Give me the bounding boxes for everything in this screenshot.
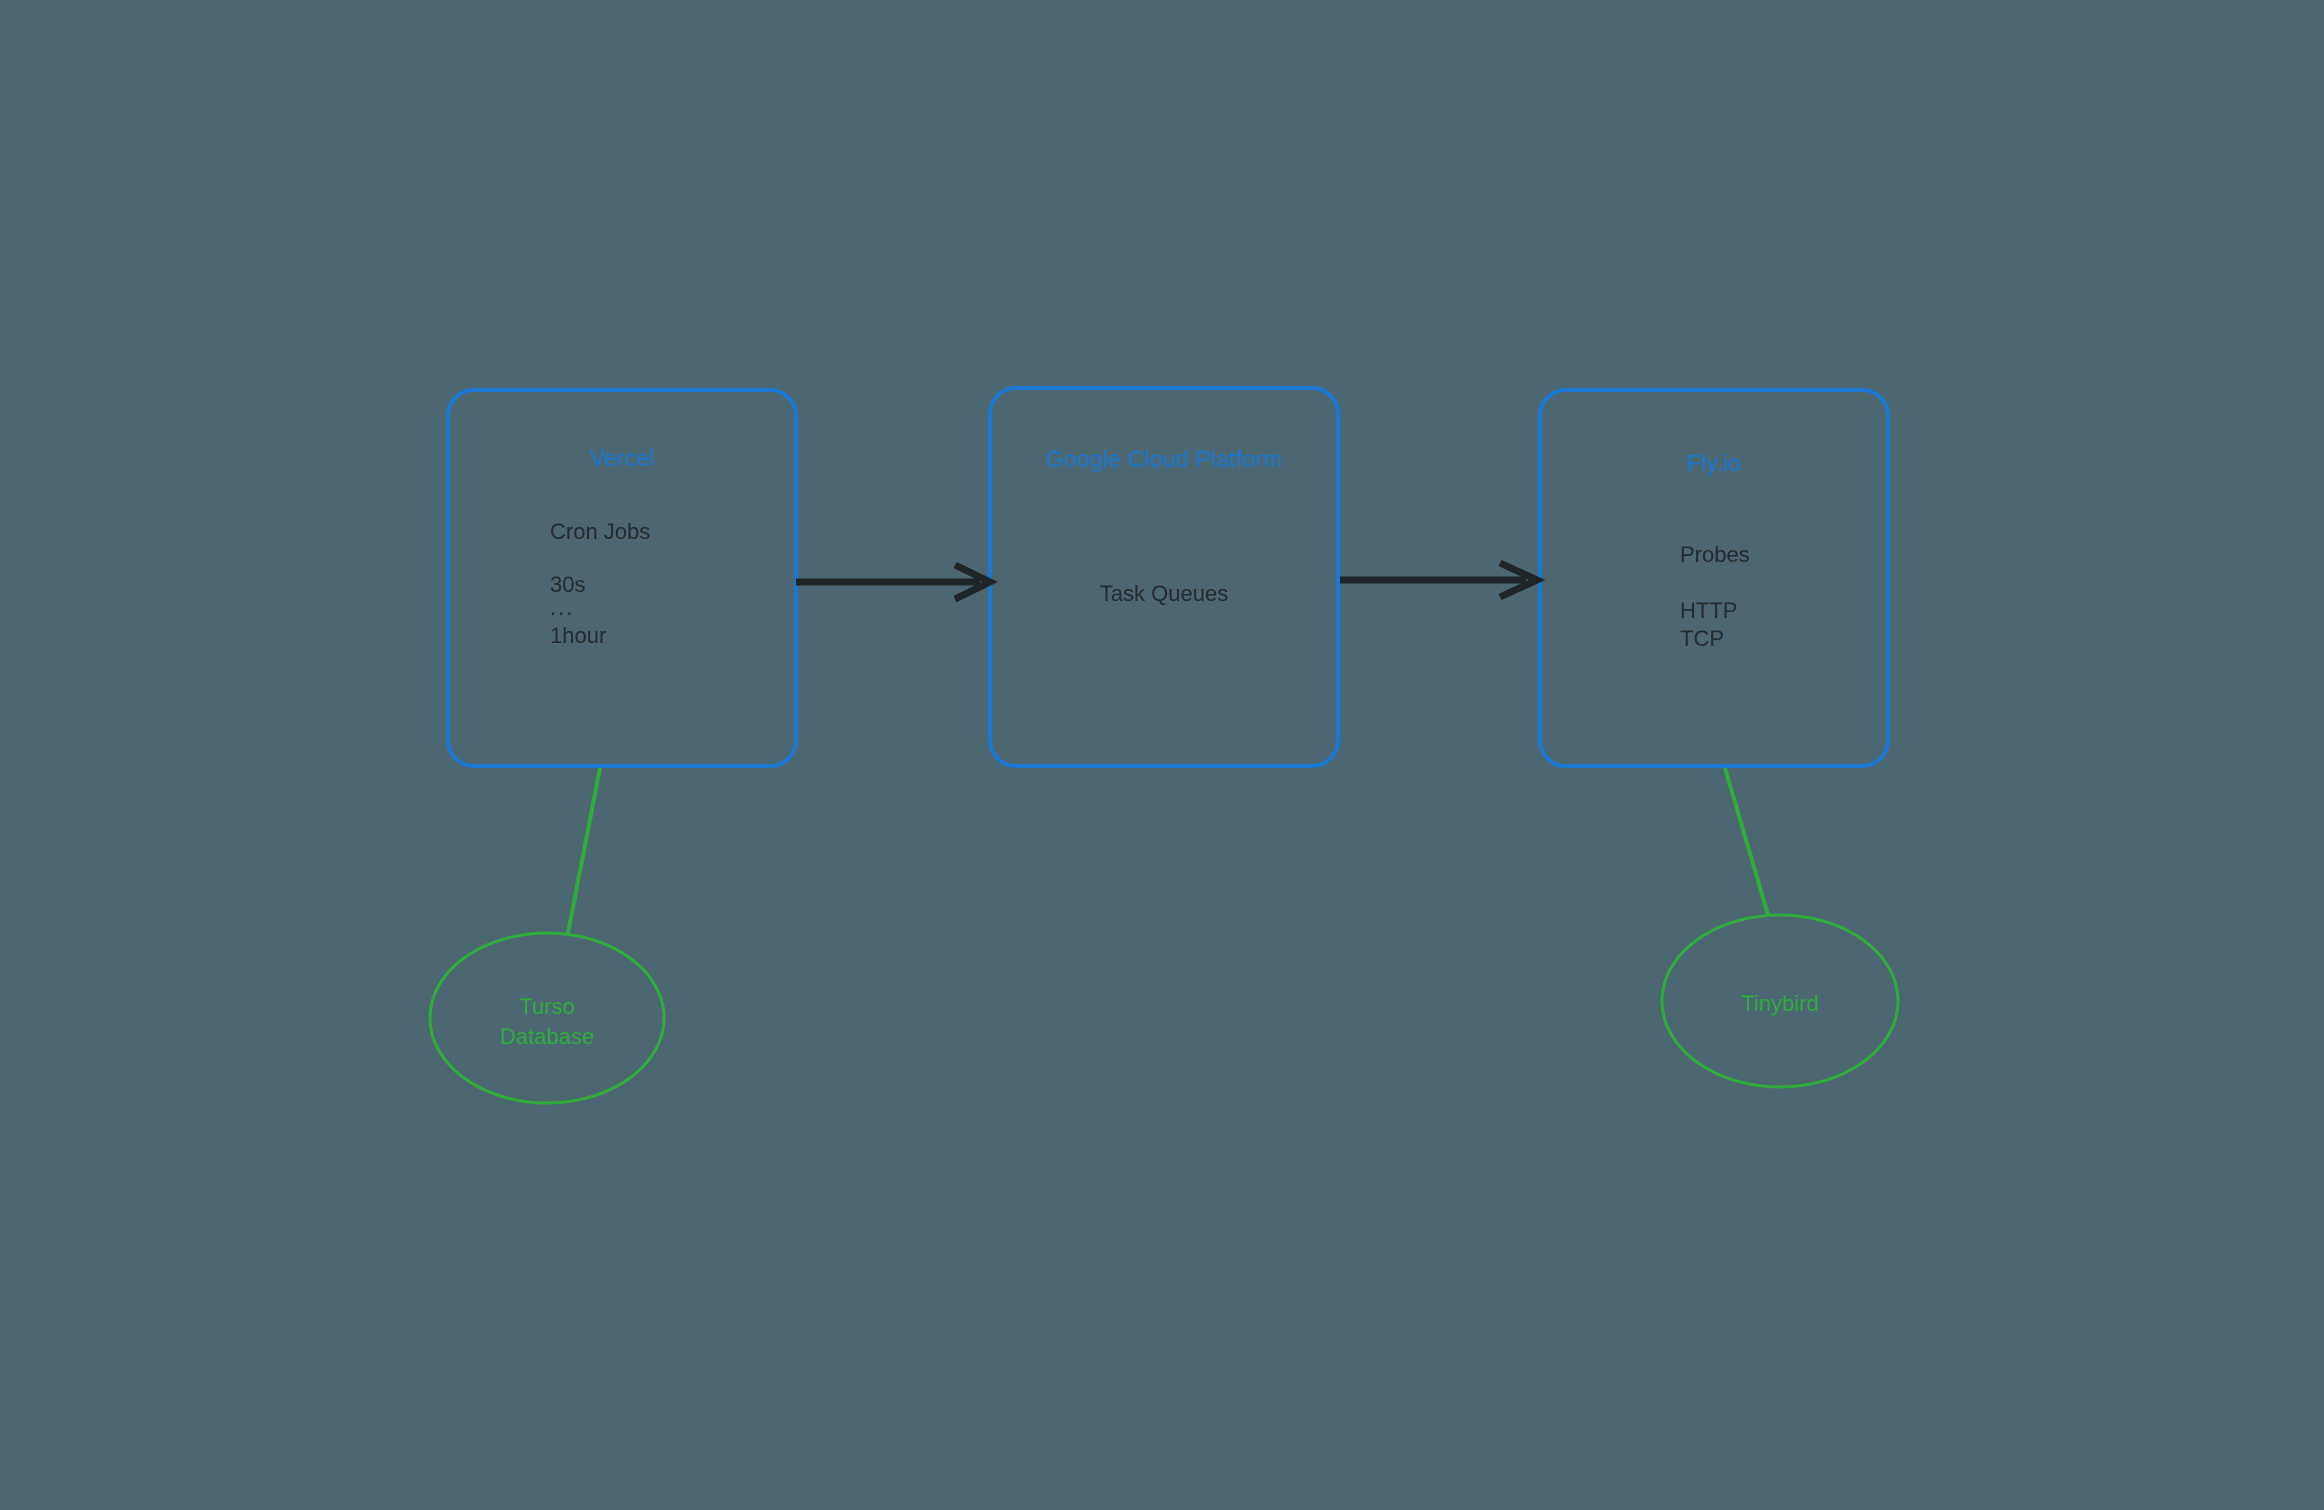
node-ellipse-tinybird[interactable] xyxy=(1660,913,1900,1089)
edge-vercel-to-gcp xyxy=(796,561,999,603)
edge-flyio-to-tinybird xyxy=(1723,767,1770,916)
node-line-vercel-ellipsis: ... xyxy=(550,595,575,620)
node-label-tinybird-line1: Tinybird xyxy=(1741,991,1819,1016)
node-line-flyio-probes: Probes xyxy=(1680,542,1750,567)
node-line-gcp-task-queues: Task Queues xyxy=(1099,581,1229,606)
node-box-flyio[interactable] xyxy=(1538,388,1890,768)
node-title-vercel: Vercel xyxy=(589,445,655,471)
edge-gcp-to-flyio xyxy=(1340,559,1546,601)
node-title-gcp: Google Cloud Platform xyxy=(1045,446,1283,472)
node-title-flyio: Fly.io xyxy=(1686,450,1742,476)
node-label-turso-line2: Database xyxy=(499,1024,595,1049)
node-ellipse-turso[interactable] xyxy=(428,931,666,1105)
node-line-flyio-tcp: TCP xyxy=(1680,626,1724,651)
node-box-gcp[interactable] xyxy=(988,386,1340,768)
node-line-vercel-1hour: 1hour xyxy=(550,623,607,648)
node-line-flyio-http: HTTP xyxy=(1680,598,1738,623)
node-box-vercel[interactable] xyxy=(446,388,798,768)
node-label-turso-line1: Turso xyxy=(519,994,575,1019)
node-line-vercel-cron-jobs: Cron Jobs xyxy=(550,519,651,544)
node-line-vercel-30s: 30s xyxy=(550,572,586,597)
edge-vercel-to-turso xyxy=(566,767,602,934)
